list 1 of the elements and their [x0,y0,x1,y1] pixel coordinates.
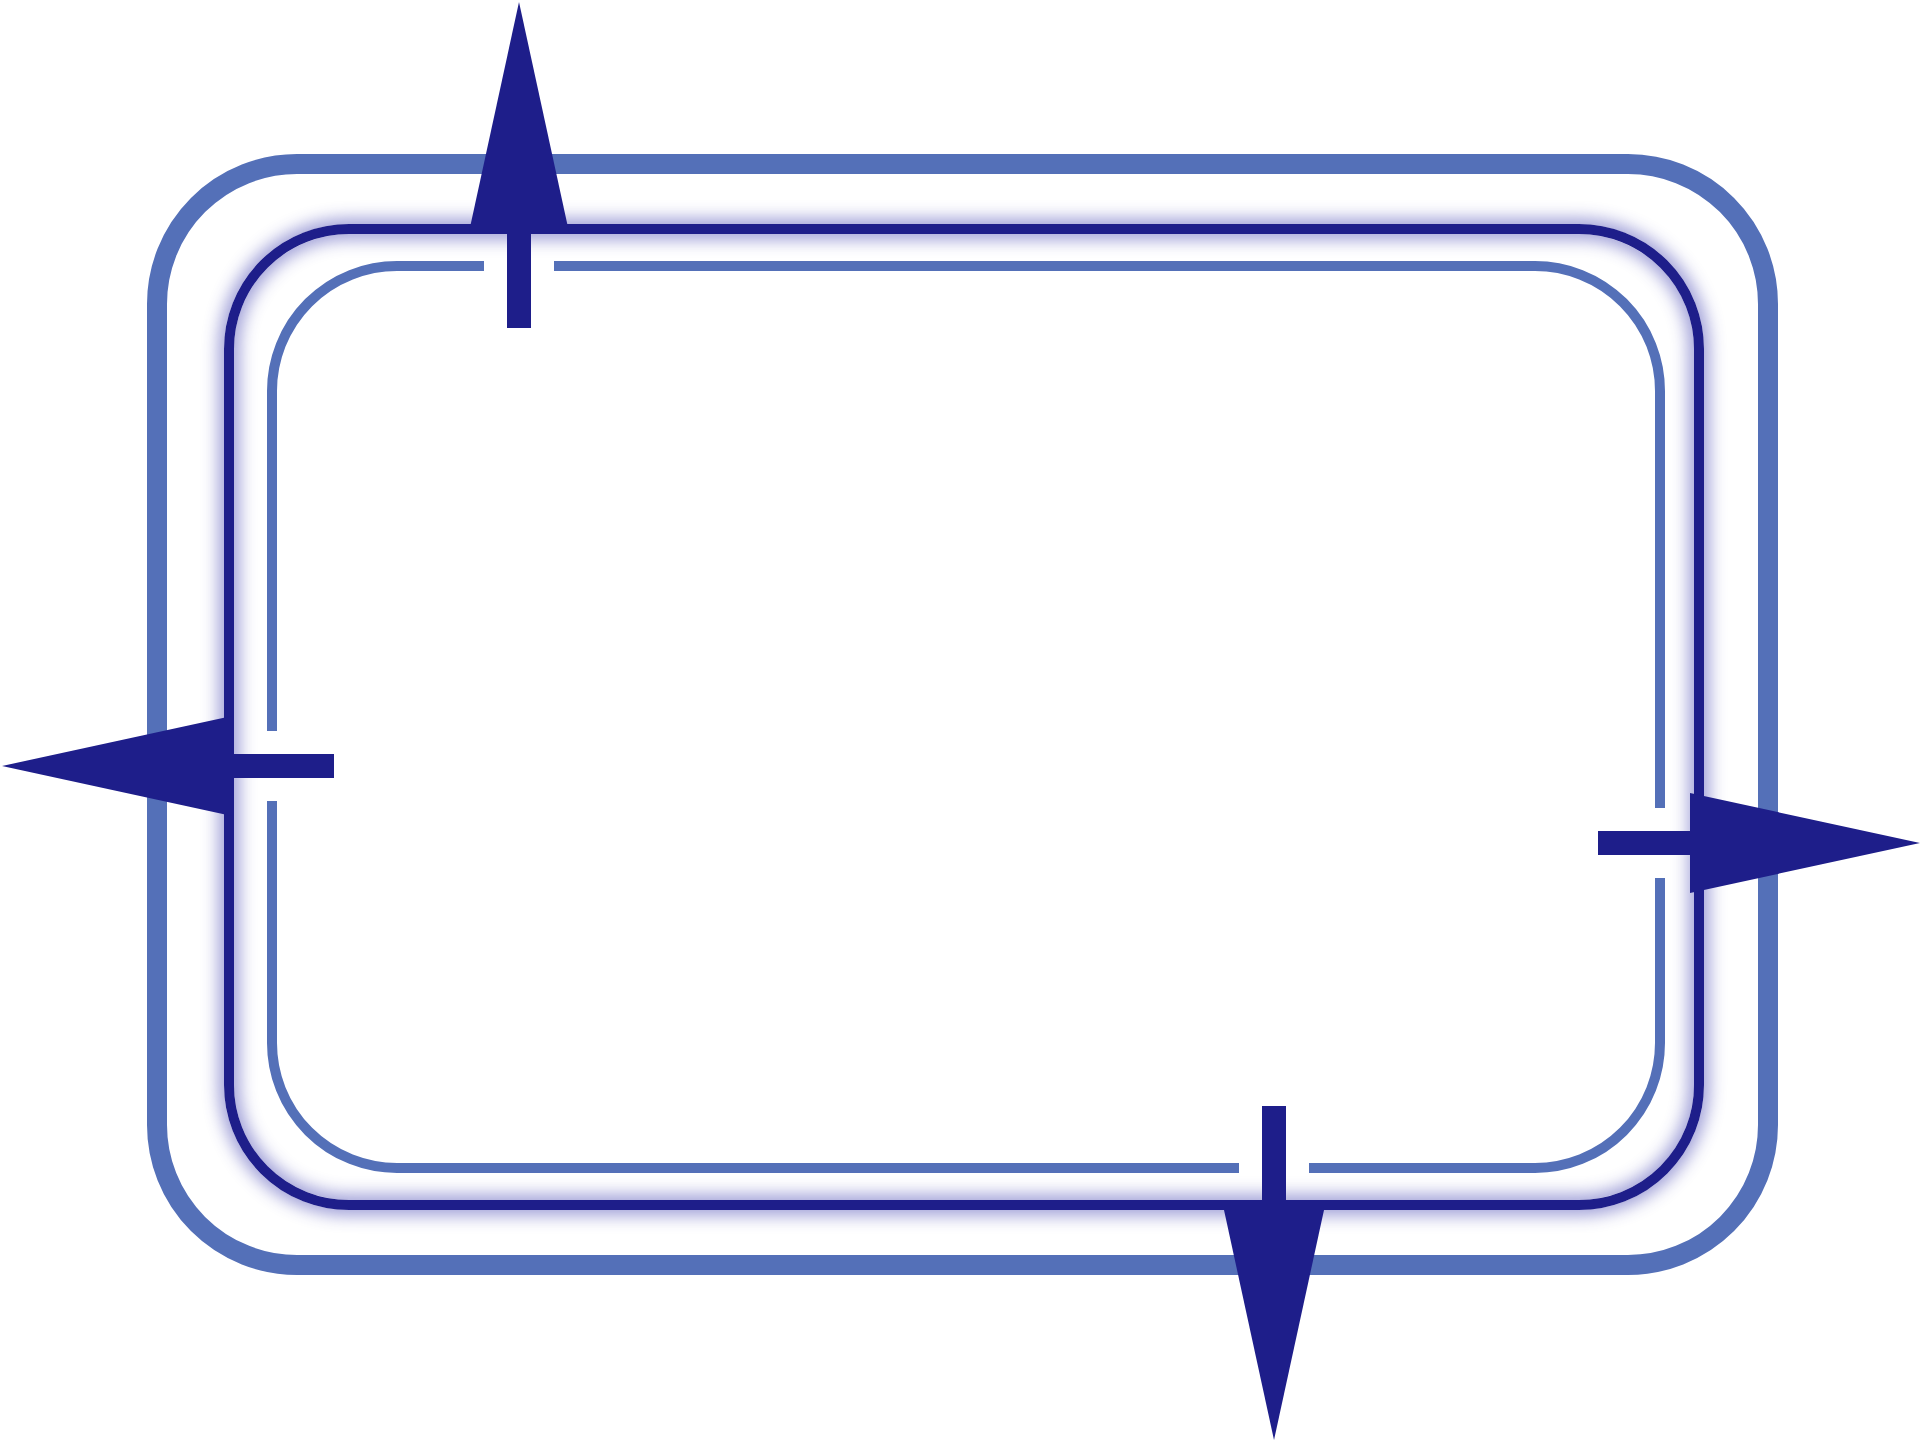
frame-box [147,154,1778,1275]
